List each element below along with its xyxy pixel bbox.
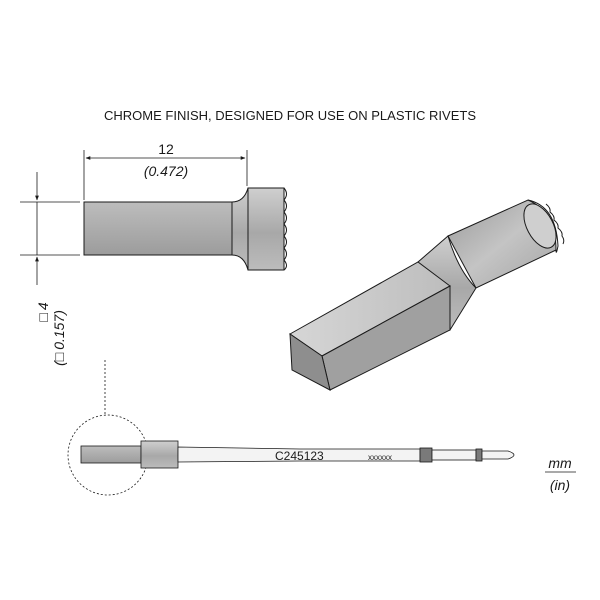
- units-legend: mm (in): [545, 455, 576, 493]
- tip-blade: [83, 201, 241, 256]
- tip-3d-blade-end: [289, 333, 331, 391]
- tip-3d-view: [289, 199, 565, 391]
- cartridge-pin: [481, 450, 515, 460]
- cartridge-ring: [140, 440, 179, 469]
- svg-text:□4: □4: [35, 302, 51, 321]
- cartridge-blade: [80, 445, 142, 464]
- batch-code-label: xxxxxx: [368, 453, 392, 462]
- width-close-paren: ): [51, 310, 67, 317]
- width-open-paren: (: [51, 360, 67, 366]
- tip-side-view: [83, 187, 287, 271]
- width-square-symbol: □: [35, 313, 51, 322]
- cartridge-band-2: [475, 448, 483, 462]
- svg-text:(□0.157): (□ 0.157): [51, 310, 67, 366]
- cartridge-full-view: C245123 xxxxxx: [67, 360, 515, 496]
- tip-flare: [231, 187, 249, 271]
- tip-ring: [247, 187, 285, 271]
- length-dimension: 12 (0.472): [83, 141, 248, 200]
- length-in-label: (0.472): [144, 163, 188, 179]
- part-number-label: C245123: [275, 449, 324, 463]
- tip-3d-break-edge: [545, 203, 565, 245]
- cartridge-band: [419, 447, 433, 463]
- units-imperial-label: (in): [550, 477, 570, 493]
- width-mm-label: 4: [35, 302, 51, 310]
- tip-break-edge: [283, 187, 287, 271]
- width-in-square-symbol: □: [51, 352, 67, 361]
- units-metric-label: mm: [548, 455, 572, 471]
- width-in-label: 0.157: [51, 314, 67, 350]
- page-title: CHROME FINISH, DESIGNED FOR USE ON PLAST…: [104, 108, 476, 123]
- width-dimension: □4 (□0.157): [20, 172, 80, 366]
- length-mm-label: 12: [158, 141, 174, 157]
- tip-3d-cylinder-end: [523, 203, 557, 249]
